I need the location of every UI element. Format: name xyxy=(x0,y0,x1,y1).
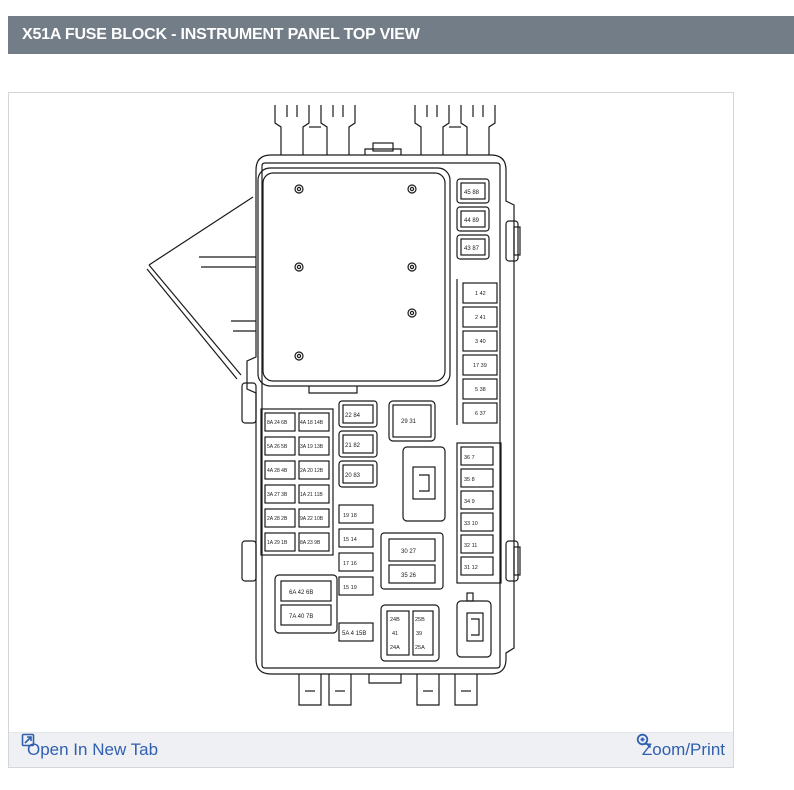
fuse-label: 25B xyxy=(415,617,425,623)
fuse-label: 19 18 xyxy=(343,513,357,519)
fuse-label: 3A 19 13B xyxy=(300,444,324,450)
housing-outline xyxy=(246,154,515,675)
fuse-label: 1A 29 1B xyxy=(267,540,288,546)
fuse-label: 35 8 xyxy=(464,477,475,483)
fuse-label: 41 xyxy=(392,631,398,637)
fuse-label: 5 38 xyxy=(475,387,486,393)
fuse-label: 31 12 xyxy=(464,565,478,571)
fuse-label: 8A 24 6B xyxy=(267,420,288,426)
fuse-label: 17 39 xyxy=(473,363,487,369)
fuse-label: 3 40 xyxy=(475,339,486,345)
cover-block xyxy=(257,167,451,394)
left-fuse-grid: 8A 24 6B 4A 18 14B 5A 26 5B 3A 19 13B 4A… xyxy=(260,408,334,556)
fuse-label: 24A xyxy=(390,645,400,651)
fuse-label: 2A 20 12B xyxy=(300,468,324,474)
fuse-label: 21 82 xyxy=(345,443,361,449)
open-in-new-tab-label: Open In New Tab xyxy=(27,740,159,759)
fuse-label: 25A xyxy=(415,645,425,651)
fuse-label: 8A 23 9B xyxy=(300,540,321,546)
fuse-label: 15 19 xyxy=(343,585,357,591)
side-latches xyxy=(241,220,521,582)
lower-left-relays: 6A 42 6B 7A 40 7B 5A 4 15B xyxy=(274,574,374,642)
fuse-label: 29 31 xyxy=(401,419,417,425)
fuse-label: 34 9 xyxy=(464,499,475,505)
fuse-label: 9A 22 10B xyxy=(300,516,324,522)
zoom-print-label: Zoom/Print xyxy=(641,740,725,759)
bottom-right-connector xyxy=(456,592,492,658)
fuse-block-drawing: 45 88 44 89 43 87 1 42 2 41 3 40 17 39 5… xyxy=(146,105,521,706)
upper-right-relays: 45 88 44 89 43 87 xyxy=(456,178,490,260)
fuse-label: 5A 4 15B xyxy=(342,631,366,637)
fuse-label: 3A 27 3B xyxy=(267,492,288,498)
fuse-label: 1A 21 11B xyxy=(300,492,323,498)
fuse-label: 20 83 xyxy=(345,473,361,479)
center-fuse-column: 19 18 15 14 17 16 15 19 xyxy=(338,504,374,596)
fuse-label: 5A 26 5B xyxy=(267,444,288,450)
lower-relay-block: 30 27 35 26 xyxy=(380,532,444,590)
top-connectors xyxy=(274,105,496,155)
middle-relays: 22 84 21 82 20 83 29 31 xyxy=(338,400,436,488)
mounting-bracket xyxy=(146,196,256,380)
page-title: X51A FUSE BLOCK - INSTRUMENT PANEL TOP V… xyxy=(8,16,794,54)
fuse-label: 35 26 xyxy=(401,573,417,579)
diode-connector xyxy=(402,446,446,522)
fuse-label: 15 14 xyxy=(343,537,357,543)
fuse-label: 4A 28 4B xyxy=(267,468,288,474)
right-lower-fuse-column: 36 7 35 8 34 9 33 10 32 11 31 12 xyxy=(456,442,502,584)
fuse-label: 32 11 xyxy=(464,543,477,549)
fuse-label: 43 87 xyxy=(464,246,480,252)
figure-action-bar: Open In New Tab Zoom/Print xyxy=(9,732,733,767)
fuse-label: 39 xyxy=(416,631,422,637)
bottom-connectors xyxy=(298,674,478,706)
fuse-label: 6 37 xyxy=(475,411,486,417)
diagram-card: 45 88 44 89 43 87 1 42 2 41 3 40 17 39 5… xyxy=(8,92,734,768)
fuse-block-diagram[interactable]: 45 88 44 89 43 87 1 42 2 41 3 40 17 39 5… xyxy=(9,93,733,733)
fuse-label: 24B xyxy=(390,617,400,623)
fuse-label: 7A 40 7B xyxy=(289,614,313,620)
zoom-print-link[interactable]: Zoom/Print xyxy=(636,733,725,767)
fuse-label: 30 27 xyxy=(401,549,417,555)
fuse-label: 36 7 xyxy=(464,455,475,461)
open-in-new-tab-link[interactable]: Open In New Tab xyxy=(21,733,158,767)
fuse-label: 1 42 xyxy=(475,291,486,297)
fuse-label: 44 89 xyxy=(464,218,480,224)
bottom-multi-relay: 24B 41 24A 25B 39 25A xyxy=(380,604,440,662)
fuse-label: 17 16 xyxy=(343,561,357,567)
fuse-label: 6A 42 6B xyxy=(289,590,313,596)
fuse-label: 22 84 xyxy=(345,413,361,419)
fuse-label: 33 10 xyxy=(464,521,478,527)
right-fuse-column: 1 42 2 41 3 40 17 39 5 38 6 37 xyxy=(456,279,498,425)
fuse-label: 4A 18 14B xyxy=(300,420,324,426)
fuse-label: 2 41 xyxy=(475,315,486,321)
fuse-label: 2A 28 2B xyxy=(267,516,288,522)
fuse-label: 45 88 xyxy=(464,190,480,196)
